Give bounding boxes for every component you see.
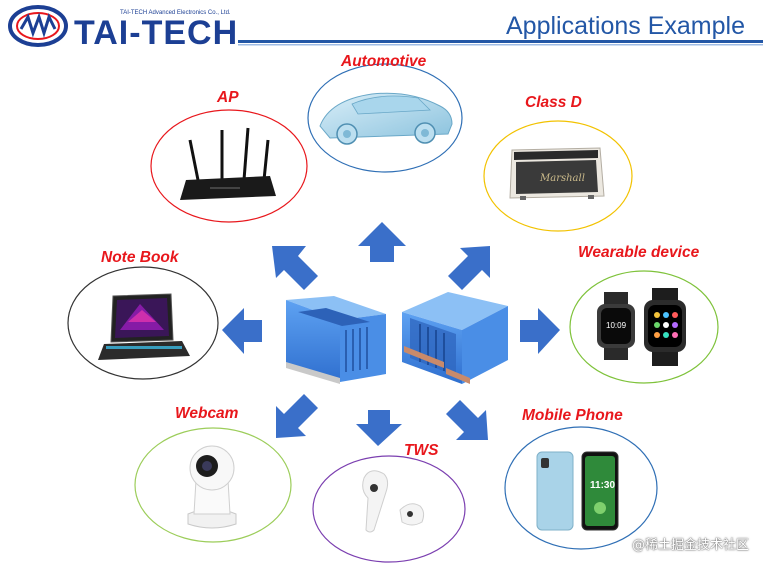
label-mobile-phone: Mobile Phone [522,407,623,424]
arrow-up [358,222,406,262]
label-ap: AP [217,89,239,106]
label-notebook: Note Book [101,249,179,266]
page-title: Applications Example [505,12,745,40]
header-rule [238,40,763,46]
ellipse-mobile-phone [504,426,658,550]
label-class-d: Class D [525,94,582,111]
company-name: TAI-TECH Advanced Electronics Co., Ltd. [120,10,231,16]
earbuds-image [362,470,425,533]
label-tws: TWS [404,442,439,459]
svg-text:Marshall: Marshall [539,173,585,184]
label-wearable: Wearable device [578,244,700,261]
arrow-down-left [276,394,318,438]
speaker-image: Marshall [509,147,605,200]
arrow-left [222,308,262,354]
arrow-up-left [272,246,318,290]
inductor-component-right [402,292,508,384]
watermark: @稀土掘金技术社区 [631,538,749,553]
router-image [180,127,276,200]
svg-text:10:09: 10:09 [606,321,627,330]
tai-tech-logo-icon [8,5,68,47]
slide-header: TAI-TECH TAI-TECH Advanced Electronics C… [0,0,763,52]
svg-text:11:30: 11:30 [590,480,615,491]
ellipse-tws [312,455,466,563]
arrow-right [520,308,560,354]
ellipse-ap [150,109,308,223]
brand-name: TAI-TECH [74,14,238,48]
laptop-image [98,293,190,360]
car-image [319,92,453,145]
label-webcam: Webcam [175,405,239,422]
phones-image: 11:30 [536,451,619,531]
arrow-down-right [446,400,488,440]
smartwatch-image: 10:09 [597,288,686,366]
webcam-image [187,445,237,529]
arrow-up-right [448,246,490,290]
label-automotive: Automotive [341,53,427,70]
arrow-down [356,410,402,446]
brand-wordmark: TAI-TECH [74,14,238,48]
inductor-component-left [286,296,386,384]
